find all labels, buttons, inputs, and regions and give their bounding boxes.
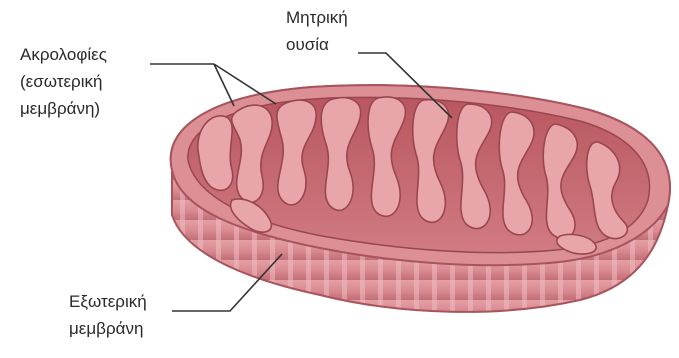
label-cristae-line-2: (εσωτερική [20, 68, 107, 95]
label-cristae: Ακρολοφίες (εσωτερική μεμβράνη) [20, 41, 107, 122]
label-outer-membrane-line-2: μεμβράνη [69, 315, 147, 342]
label-cristae-line-1: Ακρολοφίες [20, 41, 107, 68]
label-matrix-line-1: Μητρική [286, 4, 348, 31]
label-outer-membrane-line-1: Εξωτερική [69, 288, 147, 315]
label-matrix: Μητρική ουσία [286, 4, 348, 58]
label-outer-membrane: Εξωτερική μεμβράνη [69, 288, 147, 342]
label-cristae-line-3: μεμβράνη) [20, 95, 107, 122]
label-matrix-line-2: ουσία [286, 31, 348, 58]
